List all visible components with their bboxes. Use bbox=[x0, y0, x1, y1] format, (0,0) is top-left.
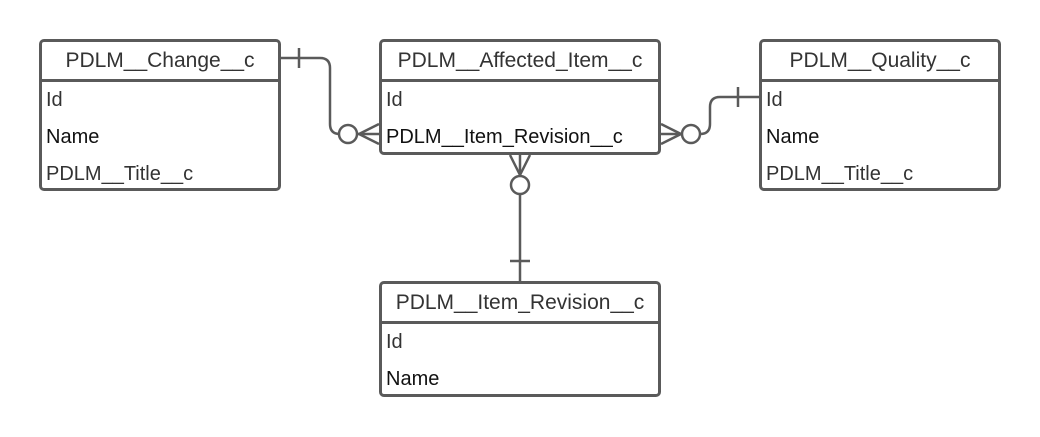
entity-field: PDLM__Title__c bbox=[46, 163, 194, 185]
entity-pdlm-affected-item[interactable]: PDLM__Affected_Item__c Id PDLM__Item_Rev… bbox=[379, 39, 661, 155]
connector-change-affected-item-line bbox=[281, 56, 379, 136]
entity-field: Id bbox=[46, 89, 63, 111]
entity-pdlm-change[interactable]: PDLM__Change__c Id Name PDLM__Title__c bbox=[39, 39, 281, 191]
entity-title: PDLM__Item_Revision__c bbox=[382, 284, 658, 324]
entity-title: PDLM__Quality__c bbox=[762, 42, 998, 82]
crowfoot-marker bbox=[660, 132, 682, 146]
crowfoot-marker bbox=[358, 122, 380, 136]
entity-field: Name bbox=[46, 126, 100, 148]
entity-field: Id bbox=[386, 331, 403, 353]
entity-field: PDLM__Title__c bbox=[766, 163, 914, 185]
entity-field: Id bbox=[386, 89, 403, 111]
zero-circle-marker bbox=[680, 123, 702, 145]
connector-change-affected-item bbox=[281, 48, 380, 146]
crowfoot-marker bbox=[518, 154, 532, 176]
entity-field: PDLM__Item_Revision__c bbox=[386, 126, 623, 148]
crowfoot-marker bbox=[660, 122, 682, 136]
zero-circle-marker bbox=[337, 123, 359, 145]
entity-title: PDLM__Change__c bbox=[42, 42, 278, 82]
connector-quality-affected-item-line bbox=[661, 95, 759, 136]
entity-field: Name bbox=[386, 368, 440, 390]
entity-field: Name bbox=[766, 126, 820, 148]
entity-pdlm-quality[interactable]: PDLM__Quality__c Id Name PDLM__Title__c bbox=[759, 39, 1001, 191]
connector-item-revision-affected-item bbox=[508, 154, 532, 281]
entity-field: Id bbox=[766, 89, 783, 111]
connector-quality-affected-item bbox=[660, 87, 759, 146]
entity-title: PDLM__Affected_Item__c bbox=[382, 42, 658, 82]
crowfoot-marker bbox=[358, 132, 380, 146]
zero-circle-marker bbox=[509, 174, 531, 196]
entity-pdlm-item-revision[interactable]: PDLM__Item_Revision__c Id Name bbox=[379, 281, 661, 397]
crowfoot-marker bbox=[508, 154, 522, 176]
